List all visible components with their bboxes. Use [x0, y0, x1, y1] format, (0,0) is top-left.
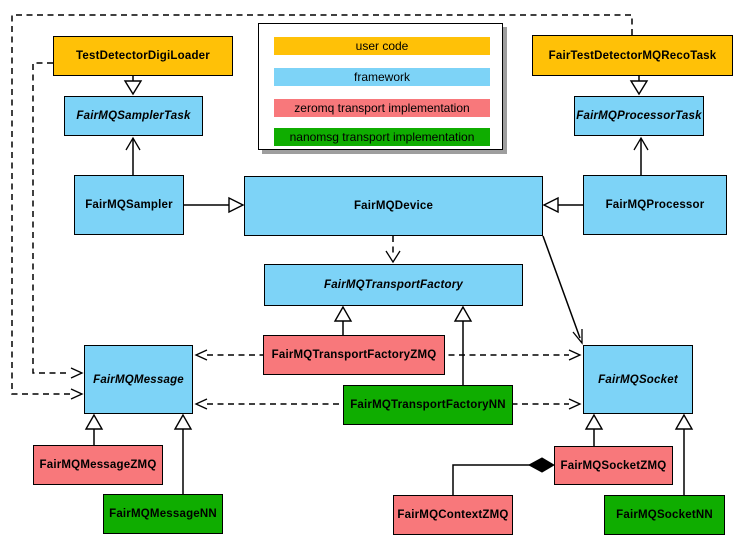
node-fairmq-sampler: FairMQSampler	[74, 175, 184, 235]
arrow-sampler-samplertask	[125, 136, 141, 175]
node-fairmq-transport-factory-zmq: FairMQTransportFactoryZMQ	[263, 335, 445, 375]
node-fairmq-socket-nn: FairMQSocketNN	[604, 495, 725, 535]
inheritance-sampler-device	[184, 196, 245, 214]
node-fairmq-socket: FairMQSocket	[583, 345, 693, 414]
inheritance-socketzmq-socket	[584, 413, 604, 446]
inheritance-zmqfactory-transportfactory	[333, 305, 353, 335]
inheritance-messagenn-message	[173, 413, 193, 494]
node-fairmq-socket-zmq: FairMQSocketZMQ	[554, 446, 673, 485]
inheritance-messagezmq-message	[84, 413, 104, 445]
inheritance-processor-device	[542, 196, 583, 214]
legend-label-framework: framework	[353, 70, 410, 84]
node-fairmq-context-zmq: FairMQContextZMQ	[393, 495, 513, 535]
node-fairmq-message: FairMQMessage	[84, 345, 193, 414]
inheritance-socketnn-socket	[674, 413, 694, 495]
node-fairmq-processor-task: FairMQProcessorTask	[574, 96, 704, 136]
node-fairmq-processor: FairMQProcessor	[583, 175, 727, 235]
legend-label-zeromq: zeromq transport implementation	[294, 101, 470, 115]
node-fairmq-message-zmq: FairMQMessageZMQ	[33, 445, 163, 485]
inheritance-digiloader-samplertask	[123, 76, 143, 96]
node-fairmq-message-nn: FairMQMessageNN	[103, 494, 223, 534]
composition-contextzmq-socketzmq	[452, 457, 555, 495]
inheritance-nnfactory-transportfactory	[453, 305, 473, 385]
legend-swatch-zeromq: zeromq transport implementation	[274, 99, 490, 117]
node-fairmq-transport-factory-nn: FairMQTransportFactoryNN	[343, 385, 513, 425]
dashed-dependency-perimeter	[11, 14, 633, 400]
arrow-device-socket	[542, 235, 583, 345]
legend-label-nanomsg: nanomsg transport implementation	[289, 130, 475, 144]
dashed-dependency-digiloader-message	[32, 62, 84, 379]
legend-swatch-user-code: user code	[274, 37, 490, 55]
node-fairmq-device: FairMQDevice	[244, 176, 543, 236]
node-fair-test-detector-mq-reco-task: FairTestDetectorMQRecoTask	[532, 35, 733, 76]
node-test-detector-digi-loader: TestDetectorDigiLoader	[53, 36, 233, 76]
inheritance-recotask-processortask	[629, 76, 649, 96]
node-fairmq-transport-factory: FairMQTransportFactory	[264, 264, 523, 306]
legend-swatch-framework: framework	[274, 68, 490, 86]
arrow-processor-processortask	[633, 136, 649, 175]
legend-label-user-code: user code	[355, 39, 409, 53]
legend-swatch-nanomsg: nanomsg transport implementation	[274, 128, 490, 146]
dashed-arrow-device-transportfactory	[385, 236, 401, 264]
node-fairmq-sampler-task: FairMQSamplerTask	[64, 96, 203, 136]
legend-box: user code framework zeromq transport imp…	[258, 23, 503, 150]
